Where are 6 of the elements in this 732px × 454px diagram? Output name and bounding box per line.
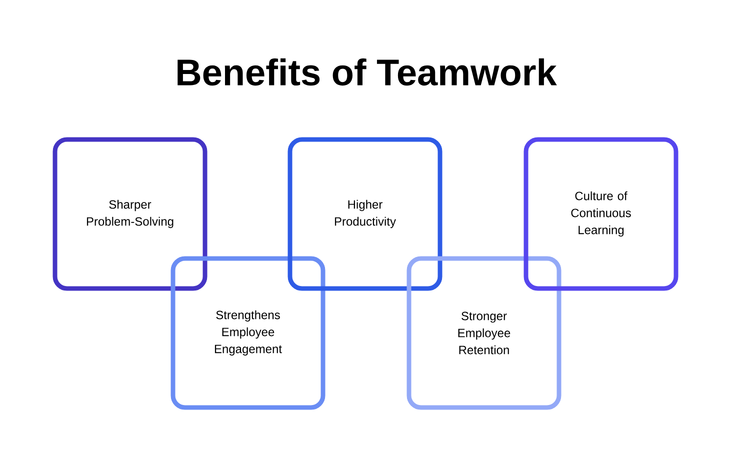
rounded-box: Stronger Employee Retention	[406, 256, 562, 410]
rounded-box: Strengthens Employee Engagement	[170, 256, 326, 410]
rounded-box: Culture of Continuous Learning	[524, 137, 678, 291]
rounded-box: Sharper Problem-Solving	[52, 137, 208, 291]
title: Benefits of Teamwork	[178, 58, 557, 86]
rounded-box: Higher Productivity	[288, 137, 442, 291]
